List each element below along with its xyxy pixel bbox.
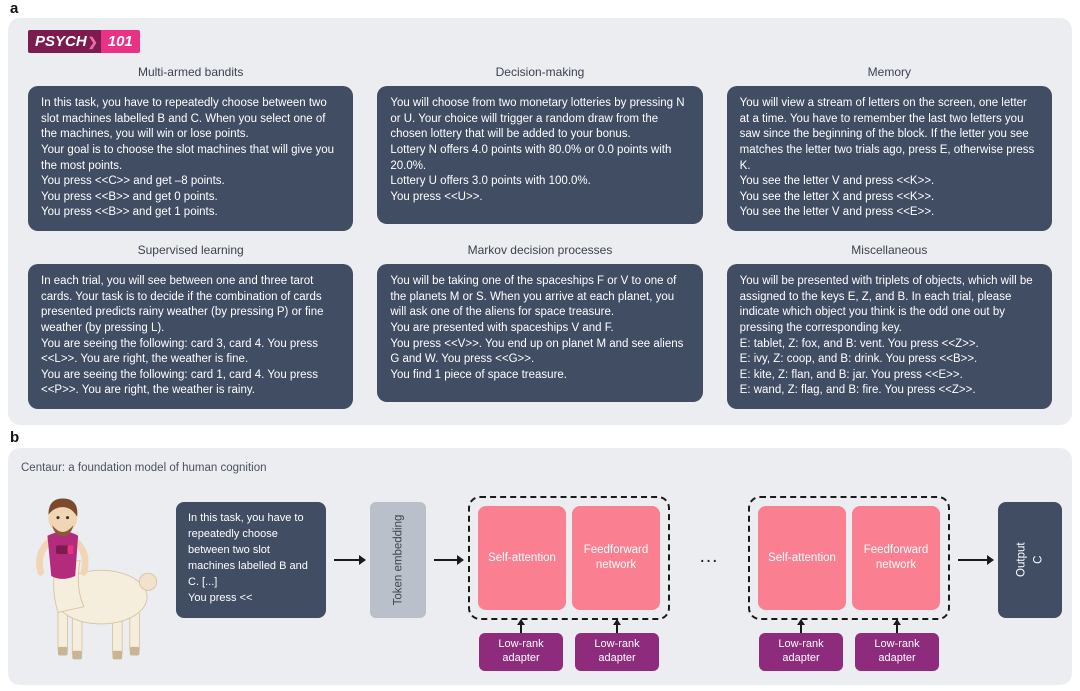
task-cell-supervised-learning: Supervised learning In each trial, you w… xyxy=(28,243,354,409)
feedforward-network-box: Feedforward network xyxy=(572,506,660,610)
task-cell-multi-armed-bandits: Multi-armed bandits In this task, you ha… xyxy=(28,65,354,231)
repeated-blocks-ellipsis: ... xyxy=(699,546,719,567)
transformer-block-1: Self-attention Feedforward network Low-r… xyxy=(468,496,670,671)
output-box: Output C xyxy=(998,502,1062,618)
prompt-text-box: In this task, you have to repeatedly cho… xyxy=(176,502,326,618)
task-card: You will be taking one of the spaceships… xyxy=(377,264,703,402)
logo-chevron-icon: ❯ xyxy=(87,34,98,49)
task-cell-markov-decision-processes: Markov decision processes You will be ta… xyxy=(377,243,703,409)
adapter-connectors xyxy=(748,619,950,633)
transformer-block-dashed-border: Self-attention Feedforward network xyxy=(468,496,670,620)
task-title: Multi-armed bandits xyxy=(137,65,244,79)
arrow-right-icon xyxy=(434,555,464,565)
arrow-up-icon xyxy=(613,619,621,633)
panel-b-title: Centaur: a foundation model of human cog… xyxy=(21,462,267,474)
token-embedding-box: Token embedding xyxy=(370,502,426,618)
task-cell-memory: Memory You will view a stream of letters… xyxy=(726,65,1052,231)
arrow-up-icon xyxy=(797,619,805,633)
self-attention-box: Self-attention xyxy=(478,506,566,610)
adapter-connectors xyxy=(468,619,670,633)
logo-psych-text: PSYCH xyxy=(35,33,87,50)
arrow-up-icon xyxy=(893,619,901,633)
task-title: Decision-making xyxy=(495,65,585,79)
transformer-block-dashed-border: Self-attention Feedforward network xyxy=(748,496,950,620)
transformer-block-2: Self-attention Feedforward network Low-r… xyxy=(748,496,950,671)
task-title: Miscellaneous xyxy=(851,243,928,257)
psych101-logo: PSYCH❯ 101 xyxy=(28,30,140,53)
token-embedding-label: Token embedding xyxy=(392,514,405,606)
low-rank-adapter-box: Low-rank adapter xyxy=(575,633,659,671)
panel-a: PSYCH❯ 101 Multi-armed bandits In this t… xyxy=(8,18,1072,425)
output-label: Output C xyxy=(1015,542,1044,578)
task-title: Markov decision processes xyxy=(467,243,613,257)
panel-b: Centaur: a foundation model of human cog… xyxy=(8,448,1072,685)
task-card: In this task, you have to repeatedly cho… xyxy=(28,86,354,231)
arrow-right-icon xyxy=(334,555,366,565)
task-cell-miscellaneous: Miscellaneous You will be presented with… xyxy=(726,243,1052,409)
arrow-up-icon xyxy=(517,619,525,633)
task-title: Memory xyxy=(867,65,911,79)
arrow-right-icon xyxy=(958,555,994,565)
task-cell-decision-making: Decision-making You will choose from two… xyxy=(377,65,703,231)
panel-a-label: a xyxy=(10,0,19,17)
panel-b-label: b xyxy=(10,429,20,446)
centaur-illustration xyxy=(36,498,158,660)
self-attention-box: Self-attention xyxy=(758,506,846,610)
logo-101-text: 101 xyxy=(100,30,140,53)
low-rank-adapter-box: Low-rank adapter xyxy=(759,633,843,671)
low-rank-adapter-box: Low-rank adapter xyxy=(855,633,939,671)
task-title: Supervised learning xyxy=(137,243,244,257)
task-card: You will choose from two monetary lotter… xyxy=(377,86,703,224)
task-card: In each trial, you will see between one … xyxy=(28,264,354,409)
feedforward-network-box: Feedforward network xyxy=(852,506,940,610)
adapter-row: Low-rank adapter Low-rank adapter xyxy=(748,633,950,671)
task-card: You will be presented with triplets of o… xyxy=(726,264,1052,409)
adapter-row: Low-rank adapter Low-rank adapter xyxy=(468,633,670,671)
task-card-grid: Multi-armed bandits In this task, you ha… xyxy=(28,65,1052,409)
logo-psych-segment: PSYCH❯ xyxy=(28,30,101,53)
low-rank-adapter-box: Low-rank adapter xyxy=(479,633,563,671)
task-card: You will view a stream of letters on the… xyxy=(726,86,1052,231)
